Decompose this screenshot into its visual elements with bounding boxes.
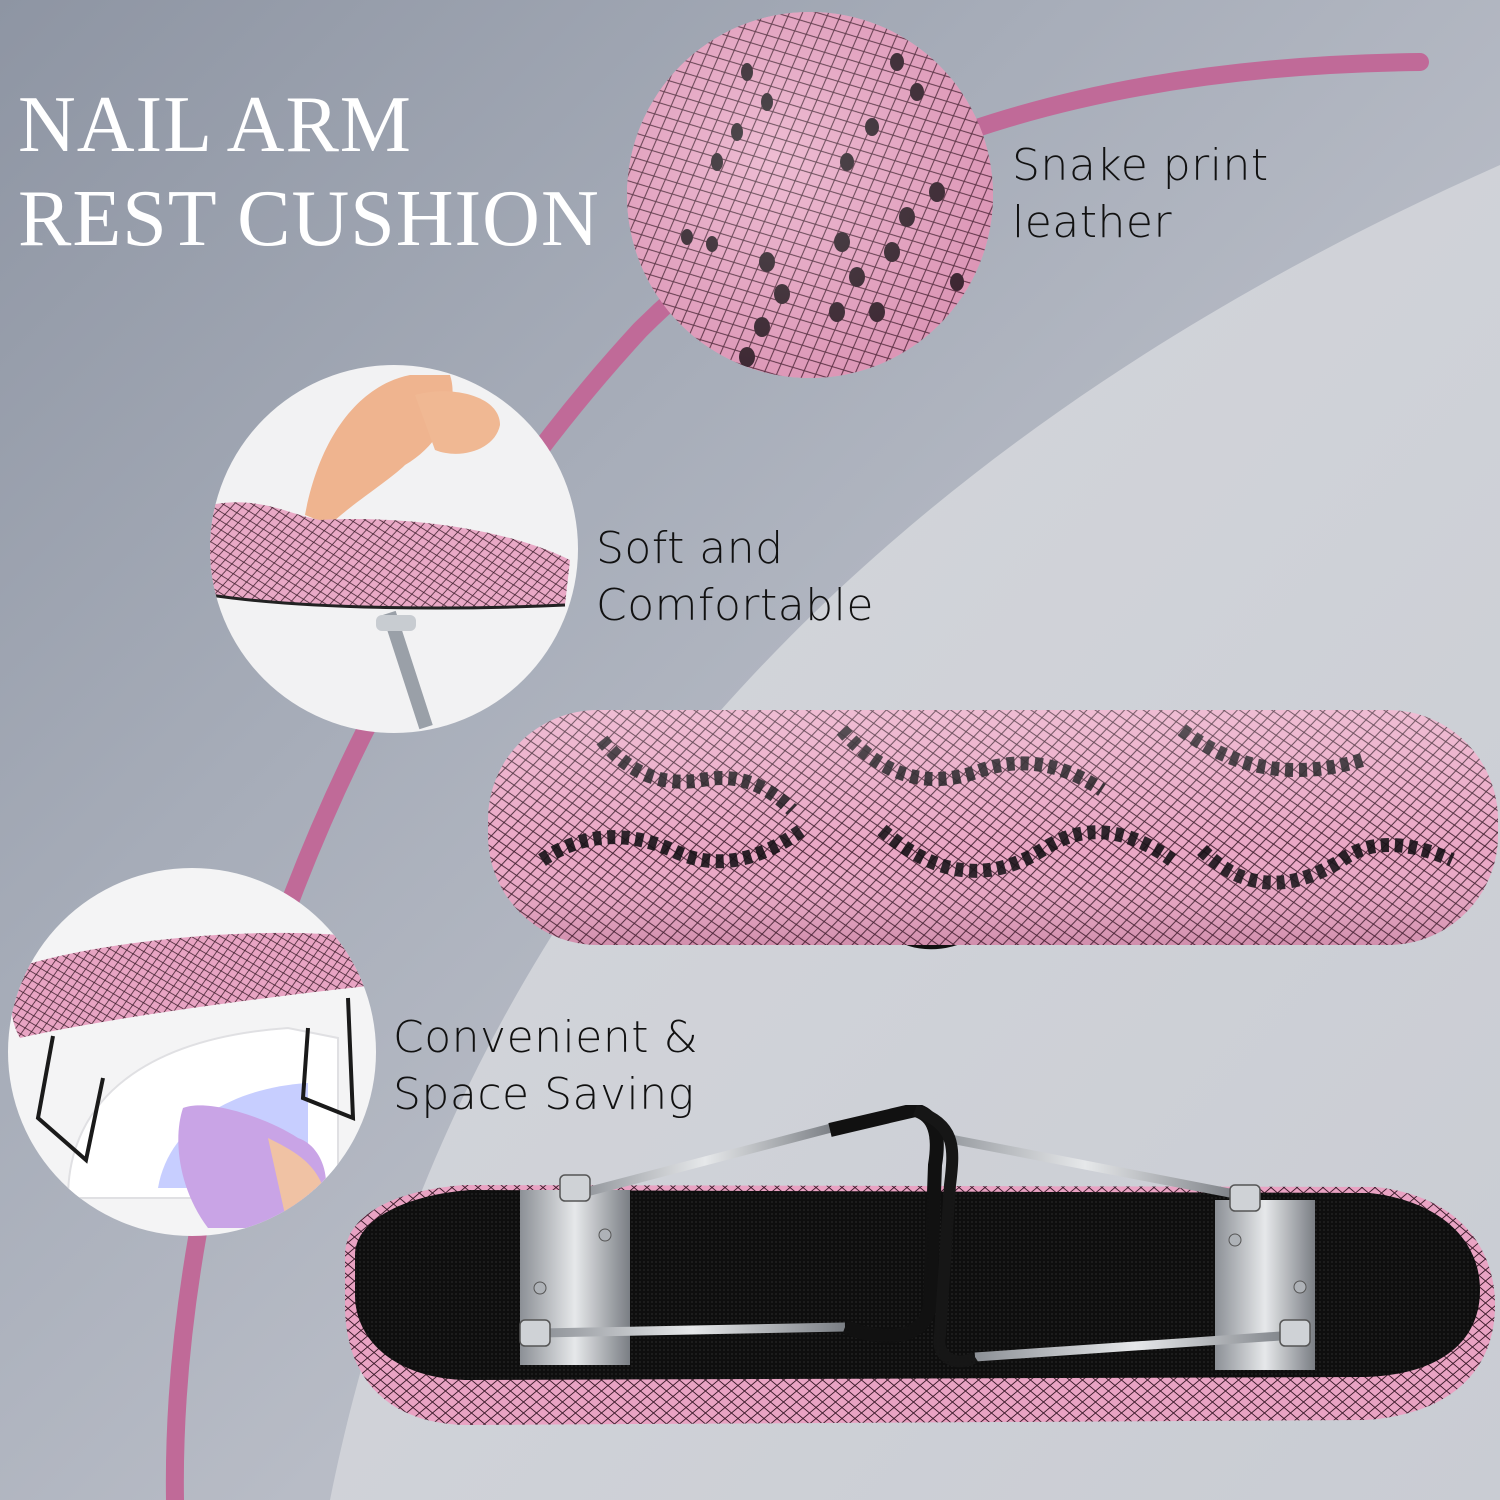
armrest-uv-lamp-illustration xyxy=(10,932,368,1228)
headline: NAIL ARM REST CUSHION xyxy=(18,78,600,266)
snake-print-closeup-image xyxy=(627,12,993,378)
headline-line-1: NAIL ARM xyxy=(18,81,412,169)
finger-cushion-illustration xyxy=(210,375,570,730)
soft-cushion-demo-image xyxy=(210,365,578,733)
armrest-top-view-image xyxy=(482,680,1500,980)
feature-label-convenient-space-saving: Convenient & Space Saving xyxy=(393,1012,699,1120)
finger-icon xyxy=(305,375,453,525)
armrest-bottom-view-image xyxy=(335,1102,1500,1440)
uv-lamp-demo-image xyxy=(8,868,376,1236)
feature-label-soft-comfortable: Soft and Comfortable xyxy=(596,523,874,631)
headline-line-2: REST CUSHION xyxy=(18,175,600,263)
snake-scale-pattern xyxy=(627,12,993,378)
feature-label-snake-print: Snake print leather xyxy=(1012,140,1269,248)
